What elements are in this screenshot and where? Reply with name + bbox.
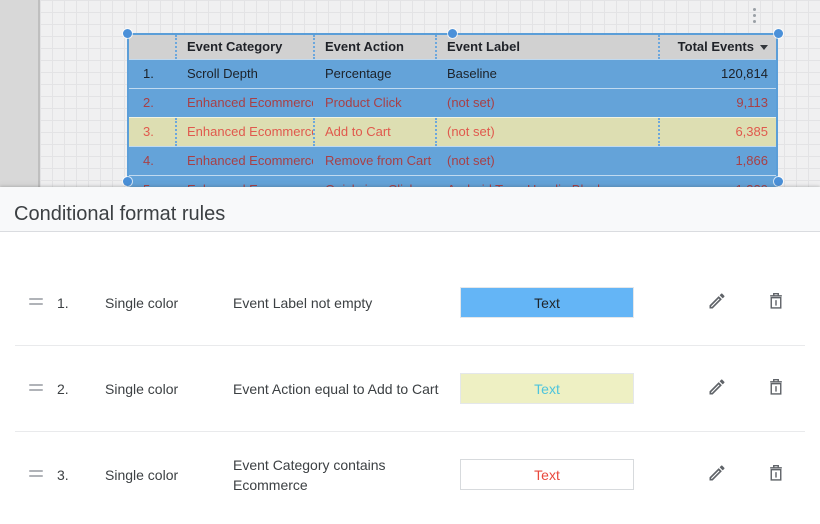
- table-row: 4. Enhanced Ecommerce Remove from Cart (…: [129, 146, 776, 175]
- table-header-total-events: Total Events: [658, 35, 776, 59]
- cell-event-category: Scroll Depth: [187, 66, 258, 81]
- rule-index: 1.: [57, 294, 69, 311]
- cell-event-label: (not set): [435, 118, 658, 146]
- more-options-icon[interactable]: [753, 8, 756, 26]
- row-index: 3.: [143, 124, 154, 139]
- drag-handle-icon[interactable]: [29, 383, 43, 394]
- cell-total-events: 9,113: [736, 95, 768, 110]
- data-table[interactable]: Event Category Event Action Event Label …: [127, 33, 778, 205]
- rule-color-swatch: Text: [460, 287, 634, 318]
- rule-type: Single color: [105, 294, 179, 311]
- cell-event-category: Enhanced Ecommerce: [175, 118, 313, 146]
- cell-event-category: Enhanced Ecommerce: [187, 153, 313, 168]
- cell-event-action: Product Click: [325, 95, 402, 110]
- swatch-label: Text: [534, 380, 560, 397]
- edit-rule-button[interactable]: [705, 377, 729, 401]
- row-index: 1.: [143, 66, 154, 81]
- pencil-icon: [707, 463, 727, 486]
- table-header-event-action: Event Action: [313, 35, 435, 59]
- cell-event-action: Percentage: [325, 66, 392, 81]
- delete-rule-button[interactable]: [764, 377, 788, 401]
- edit-rule-button[interactable]: [705, 291, 729, 315]
- pencil-icon: [707, 291, 727, 314]
- format-rule-row: 1. Single color Event Label not empty Te…: [0, 260, 820, 345]
- format-rule-row: 2. Single color Event Action equal to Ad…: [0, 346, 820, 431]
- rule-type: Single color: [105, 466, 179, 483]
- swatch-label: Text: [534, 466, 560, 483]
- cell-total-events: 120,814: [721, 66, 768, 81]
- conditional-format-panel: Conditional format rules 1. Single color…: [0, 187, 820, 524]
- swatch-label: Text: [534, 294, 560, 311]
- table-header-index: [129, 35, 175, 59]
- sort-desc-icon: [760, 45, 768, 50]
- rule-type: Single color: [105, 380, 179, 397]
- cell-total-events: 1,866: [735, 153, 768, 168]
- cell-event-category: Enhanced Ecommerce: [187, 95, 313, 110]
- rule-condition: Event Label not empty: [233, 294, 373, 311]
- cell-event-label: Baseline: [447, 66, 497, 81]
- selection-handle-left[interactable]: [122, 176, 132, 186]
- selection-handle-top-middle[interactable]: [448, 28, 457, 38]
- canvas-left-gutter: [0, 0, 40, 187]
- pencil-icon: [707, 377, 727, 400]
- table-header-event-category: Event Category: [175, 35, 313, 59]
- edit-rule-button[interactable]: [705, 463, 729, 487]
- row-index: 4.: [143, 153, 154, 168]
- table-header-event-label: Event Label: [435, 35, 658, 59]
- table-row: 3. Enhanced Ecommerce Add to Cart (not s…: [129, 117, 776, 146]
- panel-title: Conditional format rules: [14, 202, 226, 225]
- drag-handle-icon[interactable]: [29, 297, 43, 308]
- rule-divider: [15, 345, 805, 346]
- rule-color-swatch: Text: [460, 373, 634, 404]
- rule-color-swatch: Text: [460, 459, 634, 490]
- rule-condition: Event Action equal to Add to Cart: [233, 380, 439, 397]
- cell-event-label: (not set): [447, 95, 495, 110]
- panel-title-bar: Conditional format rules: [0, 187, 820, 232]
- rule-condition: Event Category contains Ecommerce: [233, 456, 386, 493]
- table-row: 2. Enhanced Ecommerce Product Click (not…: [129, 88, 776, 117]
- trash-icon: [766, 377, 786, 400]
- selection-handle-top-right[interactable]: [773, 28, 783, 38]
- delete-rule-button[interactable]: [764, 463, 788, 487]
- cell-event-label: (not set): [447, 153, 495, 168]
- row-index: 2.: [143, 95, 154, 110]
- table-header-row: Event Category Event Action Event Label …: [129, 35, 776, 59]
- format-rule-row: 3. Single color Event Category contains …: [0, 432, 820, 517]
- selection-handle-top-left[interactable]: [122, 28, 132, 38]
- rule-divider: [15, 431, 805, 432]
- drag-handle-icon[interactable]: [29, 469, 43, 480]
- delete-rule-button[interactable]: [764, 291, 788, 315]
- cell-event-action: Add to Cart: [313, 118, 435, 146]
- cell-event-action: Remove from Cart: [325, 153, 432, 168]
- trash-icon: [766, 463, 786, 486]
- rule-index: 3.: [57, 466, 69, 483]
- table-row: 1. Scroll Depth Percentage Baseline 120,…: [129, 59, 776, 88]
- selection-handle-right[interactable]: [773, 176, 783, 186]
- cell-total-events: 6,385: [658, 118, 776, 146]
- rule-index: 2.: [57, 380, 69, 397]
- trash-icon: [766, 291, 786, 314]
